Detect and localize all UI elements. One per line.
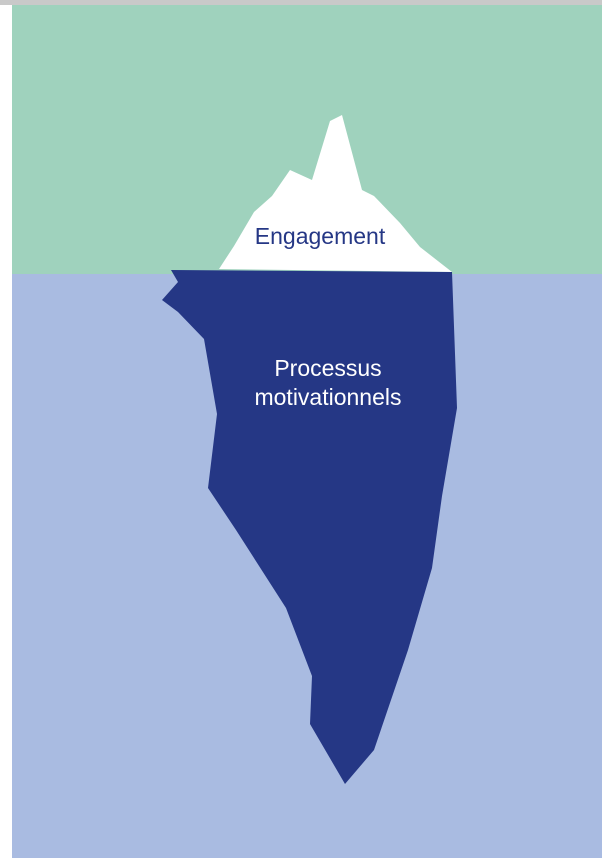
processus-label: Processus motivationnels — [222, 354, 434, 412]
processus-label-line-1: Processus — [274, 355, 382, 381]
iceberg-underwater-shape — [162, 270, 457, 784]
iceberg-tip-shape — [219, 115, 452, 272]
window-top-edge — [0, 0, 602, 5]
processus-label-line-2: motivationnels — [254, 383, 402, 410]
engagement-label: Engagement — [254, 223, 386, 249]
